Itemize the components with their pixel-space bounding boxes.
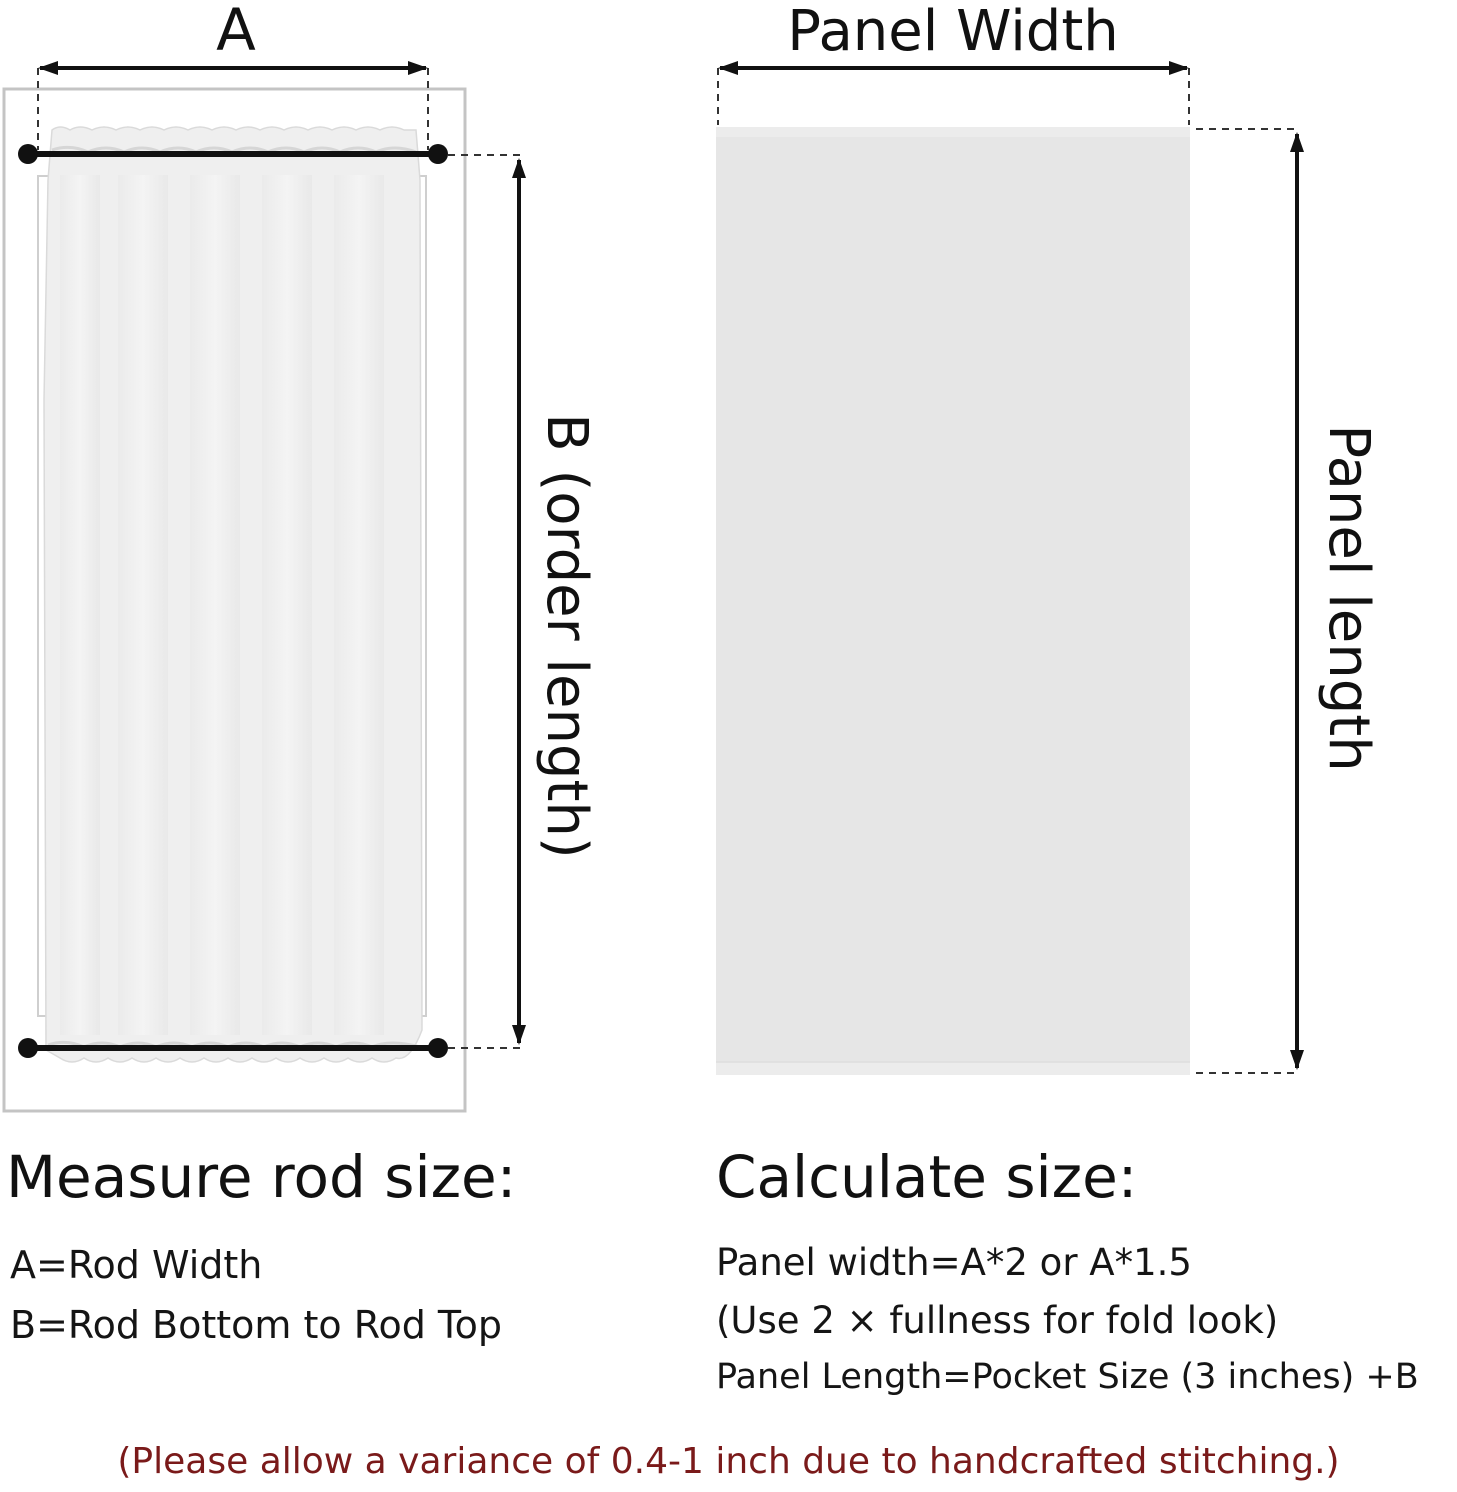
measurement-diagram: A B (order length) Panel Width Panel len… xyxy=(2,0,1381,1113)
measure-line-rod-width: A=Rod Width xyxy=(10,1243,263,1287)
calculate-line-fullness: (Use 2 × fullness for fold look) xyxy=(716,1299,1279,1342)
label-panel-length: Panel length xyxy=(1316,424,1381,771)
calculate-line-panel-width: Panel width=A*2 or A*1.5 xyxy=(716,1241,1192,1284)
calculate-heading: Calculate size: xyxy=(716,1143,1138,1211)
measure-heading: Measure rod size: xyxy=(6,1143,517,1211)
measure-line-rod-length: B=Rod Bottom to Rod Top xyxy=(10,1303,503,1347)
dimension-a: A xyxy=(37,0,429,150)
label-b: B (order length) xyxy=(534,413,599,859)
top-rod xyxy=(18,144,448,164)
variance-note: (Please allow a variance of 0.4-1 inch d… xyxy=(117,1441,1340,1482)
bottom-rod xyxy=(18,1038,448,1058)
label-a: A xyxy=(216,0,256,64)
label-panel-width: Panel Width xyxy=(787,0,1119,64)
curtain xyxy=(43,126,423,1063)
flat-panel xyxy=(716,127,1190,1075)
calculate-line-panel-length: Panel Length=Pocket Size (3 inches) +B xyxy=(716,1357,1419,1397)
dimension-panel-length: Panel length xyxy=(1196,128,1381,1074)
dimension-panel-width: Panel Width xyxy=(717,0,1190,125)
dimension-b: B (order length) xyxy=(448,154,599,1049)
